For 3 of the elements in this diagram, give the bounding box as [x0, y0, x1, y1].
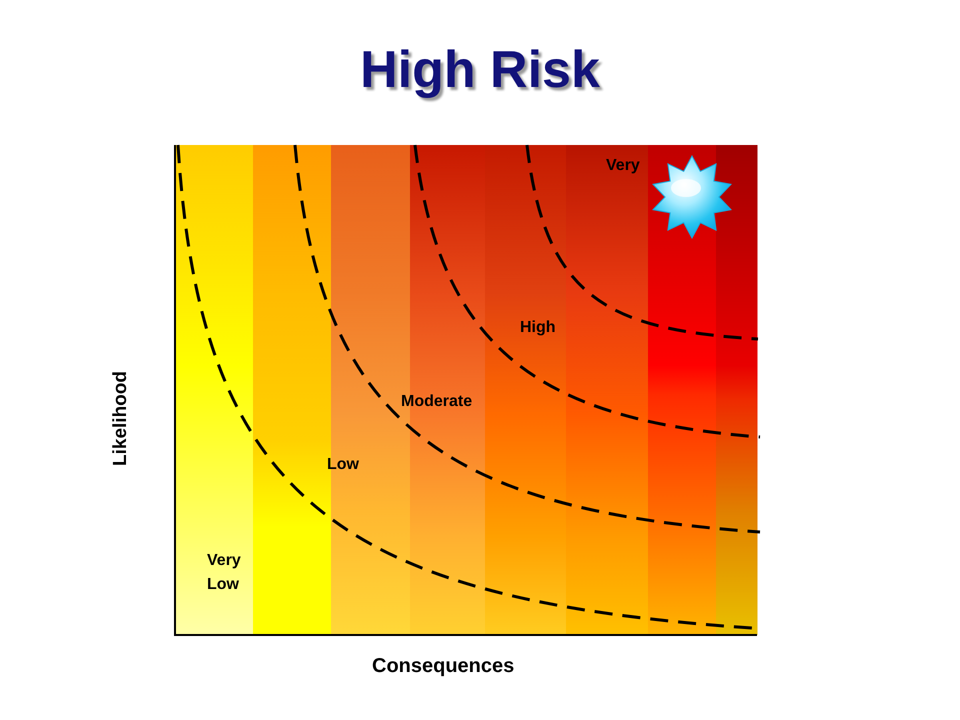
axis-title: Likelihood	[109, 370, 132, 466]
axis-title: Consequences	[372, 654, 514, 678]
slide-title: High Risk	[359, 40, 601, 100]
